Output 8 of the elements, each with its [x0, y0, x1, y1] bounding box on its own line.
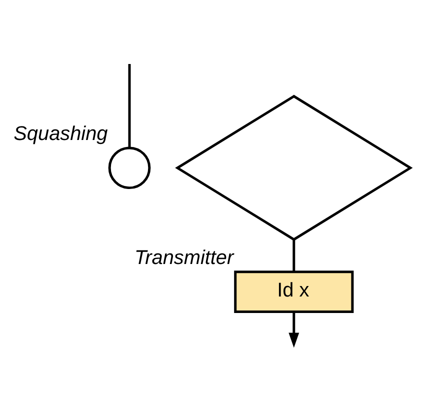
connector: [128, 64, 131, 148]
node-box: Id x: [234, 270, 354, 313]
arrow: [288, 312, 300, 348]
connector: [292, 240, 296, 272]
node-circle: [108, 146, 151, 190]
node-label: Squashing: [14, 123, 108, 146]
node-label: Transmitter: [134, 247, 234, 270]
node-diamond: [175, 94, 413, 241]
